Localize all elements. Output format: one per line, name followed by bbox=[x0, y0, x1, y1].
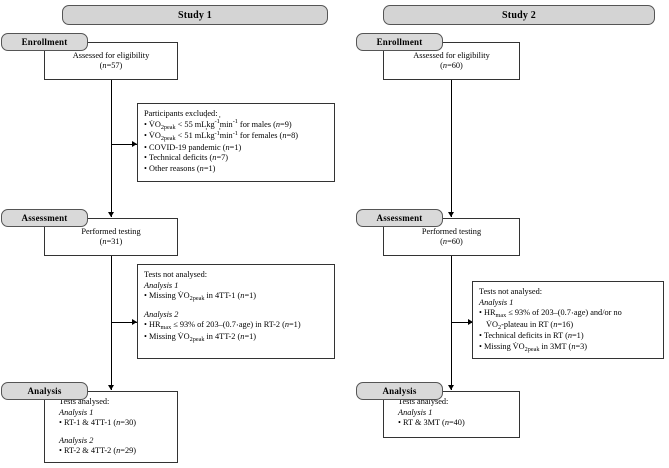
study-1-enrollment-count: (n=57) bbox=[99, 61, 123, 70]
study-1-arrow-to-not-analysed bbox=[132, 319, 137, 325]
study-1-enrollment-title: Assessed for eligibility bbox=[72, 50, 150, 60]
study-2-not-analysed-heading: Tests not analysed: bbox=[479, 287, 543, 296]
spacer bbox=[144, 303, 329, 310]
study-2-assessment-box: Performed testing (n=60) bbox=[383, 218, 520, 256]
study-1-stage-assessment: Assessment bbox=[1, 209, 88, 227]
study-2-not-analysed-item: • Technical deficits in RT (n=1) bbox=[479, 331, 584, 340]
study-1-arrow-to-excluded bbox=[132, 141, 137, 147]
study-1-excluded-item: • V̇O2peak < 55 mLkg-1min-1 for males (n… bbox=[144, 118, 292, 131]
study-2-enrollment-title: Assessed for eligibility bbox=[413, 50, 490, 60]
study-1-analysed-box: Tests analysed: Analysis 1 • RT-1 & 4TT-… bbox=[44, 391, 178, 463]
study-1-banner: Study 1 bbox=[62, 5, 328, 25]
study-1-arrow-to-assessment bbox=[108, 212, 114, 217]
study-2-branch-not-analysed bbox=[451, 322, 472, 323]
study-2-banner: Study 2 bbox=[383, 5, 655, 25]
study-1-analysed-heading: Tests analysed: bbox=[59, 397, 110, 406]
study-1-excluded-item: • Other reasons (n=1) bbox=[144, 163, 216, 173]
study-1-stage-analysis: Analysis bbox=[1, 382, 88, 400]
study-2-stage-analysis: Analysis bbox=[356, 382, 443, 400]
study-1-excluded-box: Participants excluded: • V̇O2peak < 55 m… bbox=[137, 103, 335, 182]
study-2-arrow-to-not-analysed bbox=[468, 319, 473, 325]
study-1-excluded-item: • Technical deficits (n=7) bbox=[144, 153, 229, 162]
study-1-connector-assessment-analysis bbox=[111, 256, 112, 390]
study-2-not-analysed-item: V̇O2-plateau in RT (n=16) bbox=[486, 319, 574, 331]
study-1-not-analysed-item: • Missing V̇O2peak in 4TT-1 (n=1) bbox=[144, 291, 257, 302]
study-2-analysed-group-tag: Analysis 1 bbox=[398, 407, 433, 417]
study-1-not-analysed-item: • Missing V̇O2peak in 4TT-2 (n=1) bbox=[144, 331, 257, 343]
study-1-arrow-to-analysis bbox=[108, 385, 114, 390]
study-2-not-analysed-item: • Missing V̇O2peak in 3MT (n=3) bbox=[479, 341, 588, 353]
spacer bbox=[59, 429, 172, 436]
study-2-analysed-heading: Tests analysed: bbox=[398, 397, 449, 406]
study-2-assessment-title: Performed testing bbox=[421, 226, 482, 236]
study-2-connector-enrollment-assessment bbox=[451, 80, 452, 217]
study-1-excluded-item: • COVID-19 pandemic (n=1) bbox=[144, 142, 242, 152]
study-2-arrow-to-assessment bbox=[448, 212, 454, 217]
study-1-not-analysed-group-tag: Analysis 1 bbox=[144, 280, 179, 290]
study-2-arrow-to-analysis bbox=[448, 385, 454, 390]
study-1-branch-excluded bbox=[111, 144, 137, 145]
study-1-enrollment-box: Assessed for eligibility (n=57) bbox=[44, 42, 178, 80]
study-1-connector-enrollment-assessment bbox=[111, 80, 112, 217]
study-1-not-analysed-group-tag: Analysis 2 bbox=[144, 309, 179, 319]
study-2-not-analysed-box: Tests not analysed: Analysis 1 • HRmax ≤… bbox=[472, 281, 664, 359]
study-1-not-analysed-heading: Tests not analysed: bbox=[144, 270, 208, 279]
study-1-not-analysed-box: Tests not analysed: Analysis 1 • Missing… bbox=[137, 264, 335, 359]
study-2-connector-assessment-analysis bbox=[451, 256, 452, 390]
study-1-branch-not-analysed bbox=[111, 322, 137, 323]
study-2-assessment-count: (n=60) bbox=[440, 237, 463, 246]
study-1-excluded-heading: Participants excluded: bbox=[144, 109, 218, 118]
study-2-enrollment-count: (n=60) bbox=[440, 61, 463, 70]
study-2-stage-assessment: Assessment bbox=[356, 209, 443, 227]
study-2-not-analysed-group-tag: Analysis 1 bbox=[479, 297, 514, 307]
study-1-stage-enrollment: Enrollment bbox=[1, 33, 88, 51]
study-1-analysed-item: • RT-1 & 4TT-1 (n=30) bbox=[59, 418, 137, 427]
study-1-analysed-group-tag: Analysis 1 bbox=[59, 407, 94, 417]
study-1-excluded-item: • V̇O2peak < 51 mLkg-1min-1 for females … bbox=[144, 129, 299, 143]
study-2-analysed-item: • RT & 3MT (n=40) bbox=[398, 418, 465, 427]
study-2-stage-enrollment: Enrollment bbox=[356, 33, 443, 51]
study-1-analysed-item: • RT-2 & 4TT-2 (n=29) bbox=[59, 446, 137, 455]
study-1-assessment-title: Performed testing bbox=[81, 226, 141, 236]
study-1-assessment-count: (n=31) bbox=[99, 237, 123, 246]
study-1-analysed-group-tag: Analysis 2 bbox=[59, 435, 94, 445]
